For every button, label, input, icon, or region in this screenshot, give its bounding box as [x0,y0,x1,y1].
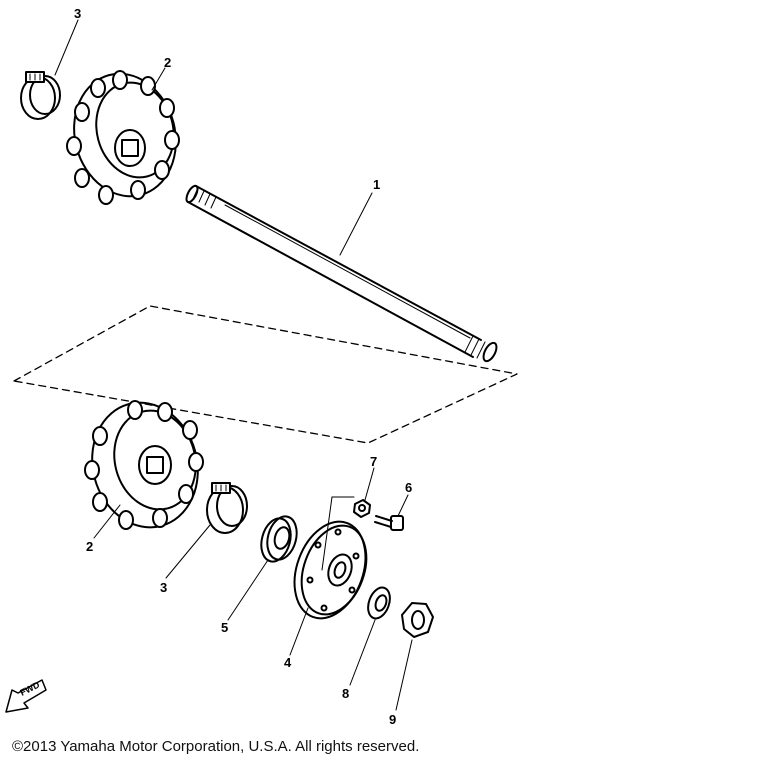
leader-lines [54,19,413,711]
drive-shaft [185,184,498,363]
copyright-notice: ©2013 Yamaha Motor Corporation, U.S.A. A… [12,738,420,755]
bearing-housing [293,520,368,620]
callout-nut-large: 9 [389,712,396,727]
nut-large [401,602,434,638]
callout-clamp-upper: 3 [74,6,81,21]
callout-washer: 8 [342,686,349,701]
callout-nut-small: 7 [370,454,377,469]
callout-bearing: 5 [221,620,228,635]
bolt [374,515,404,531]
callout-clamp-lower: 3 [160,580,167,595]
sprocket-lower [84,400,204,530]
callout-shaft: 1 [373,177,380,192]
callout-sprocket-upper: 2 [164,55,171,70]
clamp-upper [20,71,61,120]
clamp-lower [206,482,248,534]
assembly-reference-outline [13,305,518,444]
washer [367,586,391,620]
callout-bolt: 6 [405,480,412,495]
fwd-direction-marker [5,679,47,713]
callout-sprocket-lower: 2 [86,539,93,554]
callout-bearing-housing: 4 [284,655,292,670]
bearing [260,515,298,563]
nut-small [353,499,371,518]
sprocket-upper [66,70,180,205]
